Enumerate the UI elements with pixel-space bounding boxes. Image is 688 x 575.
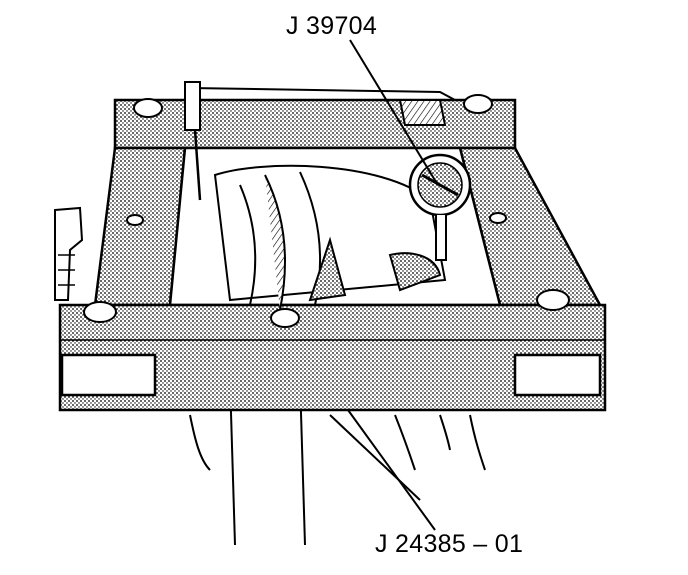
leader-line-bottom xyxy=(347,409,436,531)
frame-bolts xyxy=(83,94,570,328)
dial-indicator xyxy=(408,153,472,261)
fixture-tool-label: J 24385 – 01 xyxy=(375,530,524,558)
dial-indicator-label: J 39704 xyxy=(286,12,378,40)
leader-line-top xyxy=(349,39,437,183)
indicator-mount-arm xyxy=(184,81,456,201)
clamp-handle xyxy=(54,206,84,301)
